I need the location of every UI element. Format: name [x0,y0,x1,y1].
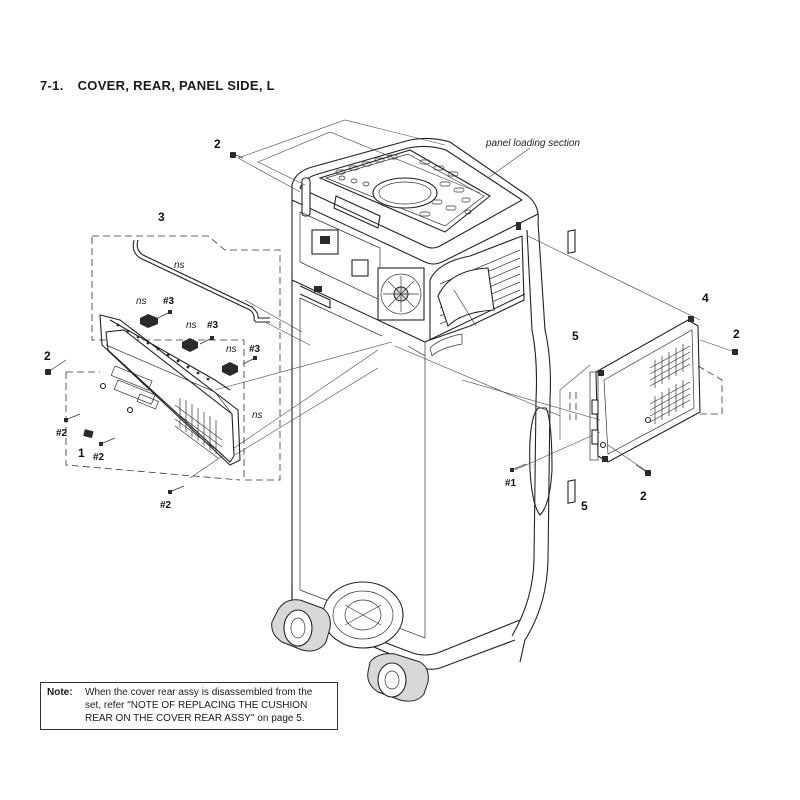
callout-2-right-top: 2 [733,327,740,341]
screw-3-c [242,356,257,365]
ns-label-clip-b: ns [186,320,197,331]
callout-hash3-c: #3 [249,344,261,355]
callout-hash2-c: #2 [160,500,172,511]
callout-2-top: 2 [214,137,221,151]
side-panel-l [567,229,723,504]
wheel-right [367,653,429,702]
callout-2-right-bottom: 2 [640,489,647,503]
note-box: Note: When the cover rear assy is disass… [40,682,338,730]
control-panel [318,149,491,233]
screw-3-b [199,336,214,345]
callout-hash3-b: #3 [207,320,219,331]
leader-lines [189,119,736,479]
callout-hash2-b: #2 [93,452,105,463]
note-label: Note: [47,687,73,698]
screw-2-left [45,359,67,375]
screw-2-top [230,152,244,159]
callout-3: 3 [158,210,165,224]
screw-hash2-a [64,413,81,422]
note-text: When the cover rear assy is disassembled… [85,687,313,724]
cooling-fan [377,267,425,321]
screw-2-right-bottom [635,464,651,476]
callout-labels: panel loading section 2 3 2 1 4 2 2 5 5 … [44,137,740,513]
callout-1: 1 [78,446,85,460]
callout-2-left: 2 [44,349,51,363]
rear-electronics [299,177,525,357]
callout-hash1: #1 [505,478,517,489]
callout-5-bottom: 5 [581,499,588,513]
screw-2-right-top [732,349,738,355]
section-number: 7-1. [40,78,64,93]
ns-label-cover: ns [252,410,263,421]
ns-label-clip-a: ns [136,296,147,307]
screw-3-a [157,310,172,319]
speaker-cabinet [291,137,553,670]
section-title: COVER, REAR, PANEL SIDE, L [77,78,275,93]
panel-loading-label: panel loading section [485,138,580,149]
callout-hash3-a: #3 [163,296,175,307]
callout-4: 4 [702,291,709,305]
rear-cover-assy [65,235,281,481]
screw-hash1 [510,463,527,472]
screw-hash2-b [99,437,116,446]
section-heading: 7-1. COVER, REAR, PANEL SIDE, L [40,78,275,93]
ns-label-clip-c: ns [226,344,237,355]
base-port [322,581,404,649]
ns-label-rod: ns [174,260,185,271]
callout-hash2-a: #2 [56,428,68,439]
screw-hash2-c [168,485,185,494]
callout-5-top: 5 [572,329,579,343]
wheel-left [271,599,331,652]
screws [45,152,738,494]
